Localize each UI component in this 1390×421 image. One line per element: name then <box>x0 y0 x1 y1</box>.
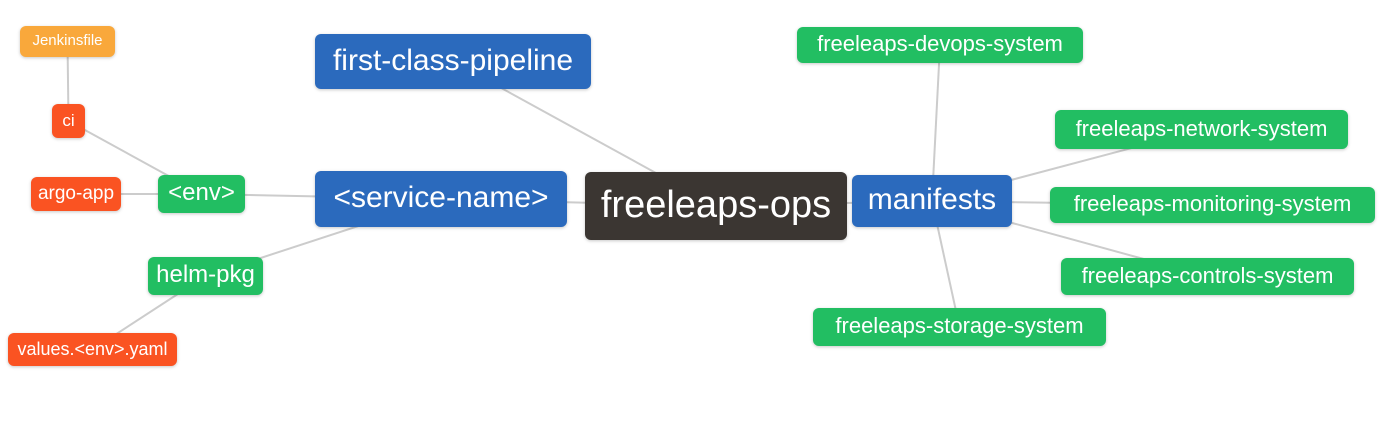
node-service-name[interactable]: <service-name> <box>315 171 567 227</box>
node-label: Jenkinsfile <box>32 32 103 49</box>
node-monitoring-system[interactable]: freeleaps-monitoring-system <box>1050 187 1375 223</box>
node-storage-system[interactable]: freeleaps-storage-system <box>813 308 1106 346</box>
node-label: freeleaps-monitoring-system <box>1073 191 1352 216</box>
node-label: ci <box>62 110 75 130</box>
node-label: freeleaps-devops-system <box>817 31 1063 56</box>
node-label: freeleaps-controls-system <box>1081 262 1334 288</box>
node-values-env-yaml[interactable]: values.<env>.yaml <box>8 333 177 366</box>
node-label: freeleaps-storage-system <box>835 313 1084 338</box>
node-label: <service-name> <box>333 181 549 214</box>
node-label: first-class-pipeline <box>332 43 574 77</box>
node-jenkinsfile[interactable]: Jenkinsfile <box>20 26 115 57</box>
node-label: freeleaps-ops <box>600 184 832 226</box>
node-label: values.<env>.yaml <box>17 338 168 359</box>
node-first-class-pipeline[interactable]: first-class-pipeline <box>315 34 591 89</box>
node-network-system[interactable]: freeleaps-network-system <box>1055 110 1348 149</box>
node-controls-system[interactable]: freeleaps-controls-system <box>1061 258 1354 295</box>
node-ci[interactable]: ci <box>52 104 85 138</box>
node-label: helm-pkg <box>156 261 255 288</box>
node-argo-app[interactable]: argo-app <box>31 177 121 211</box>
node-label: freeleaps-network-system <box>1075 115 1328 141</box>
node-label: manifests <box>867 183 997 216</box>
node-freeleaps-ops[interactable]: freeleaps-ops <box>585 172 847 240</box>
node-manifests[interactable]: manifests <box>852 175 1012 227</box>
node-helm-pkg[interactable]: helm-pkg <box>148 257 263 295</box>
node-env[interactable]: <env> <box>158 175 245 213</box>
node-label: argo-app <box>37 182 115 204</box>
node-devops-system[interactable]: freeleaps-devops-system <box>797 27 1083 63</box>
node-label: <env> <box>168 179 235 206</box>
